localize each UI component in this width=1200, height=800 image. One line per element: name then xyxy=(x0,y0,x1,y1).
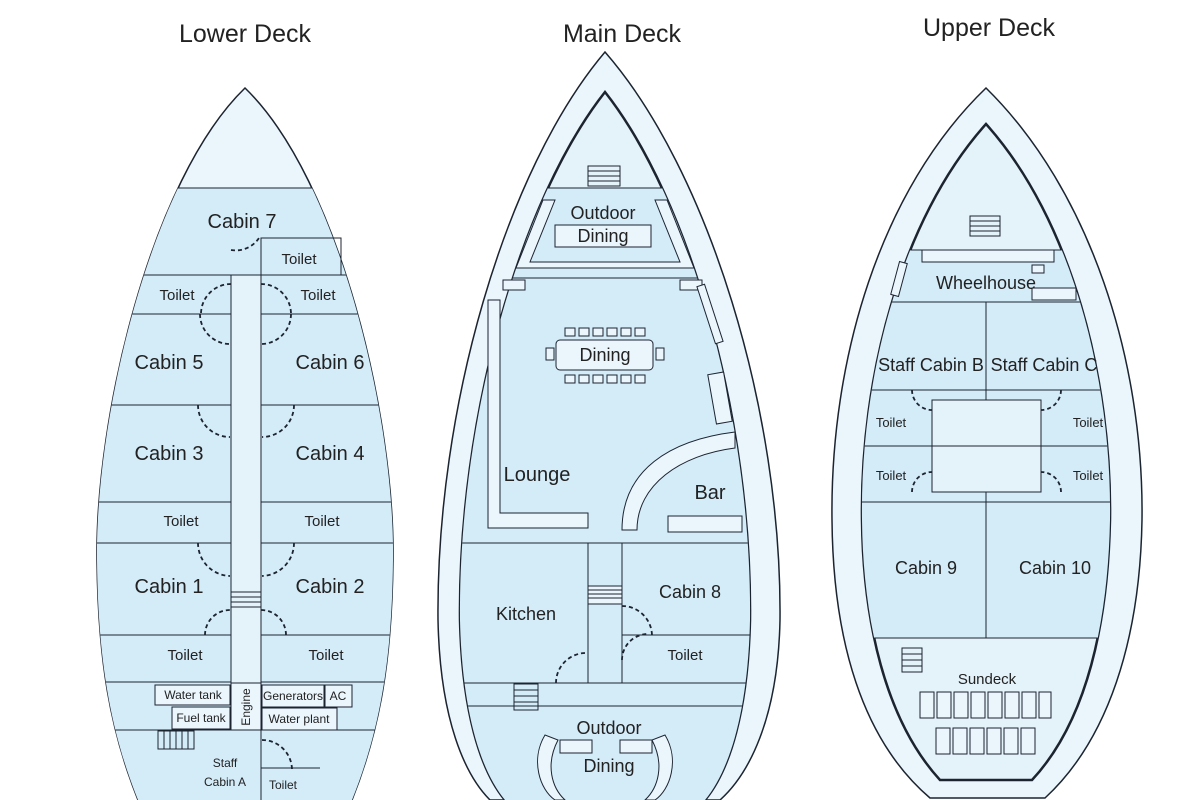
ac-label: AC xyxy=(330,689,347,703)
cabin9-label: Cabin 9 xyxy=(895,558,957,578)
lower-door-swings xyxy=(197,237,295,771)
lower-toilet-staff-label: Toilet xyxy=(269,778,298,792)
cabin3-label: Cabin 3 xyxy=(135,443,204,465)
outdoor-bottom-table-left xyxy=(559,739,593,754)
lounge-wall xyxy=(487,299,589,529)
dining-top-label: Dining xyxy=(577,226,628,246)
wheelhouse-desk xyxy=(1031,287,1077,301)
water-tank-box xyxy=(154,684,231,706)
generators-box xyxy=(261,684,325,708)
outdoor-bottom-rail-right xyxy=(644,734,673,800)
lower-corridor-stairs-icon xyxy=(231,591,261,608)
upper-toilet-r1-label: Toilet xyxy=(1073,415,1104,430)
wheelhouse-window xyxy=(890,260,908,298)
lounge-fixture-left xyxy=(502,279,526,291)
lower-toilet-l1-label: Toilet xyxy=(159,287,195,304)
main-door-swings xyxy=(555,605,653,684)
wheelhouse-label: Wheelhouse xyxy=(936,273,1036,293)
bar-counter xyxy=(621,431,736,531)
dining-chairs xyxy=(545,327,665,384)
dining-top-table xyxy=(554,224,652,248)
lower-toilet-c7-label: Toilet xyxy=(281,251,317,268)
staff-cabin-a-label-2: Cabin A xyxy=(204,775,246,789)
engine-box xyxy=(230,682,262,731)
engine-label: Engine xyxy=(239,688,253,726)
lower-toilet-l2-label: Toilet xyxy=(163,513,199,530)
cabin2-label: Cabin 2 xyxy=(296,576,365,598)
upper-bow-stairs-icon xyxy=(969,215,1001,237)
lower-deck-title: Lower Deck xyxy=(179,20,311,48)
bar-cabinet xyxy=(707,371,733,425)
fuel-tank-box xyxy=(171,706,231,730)
lower-toilet-r3-label: Toilet xyxy=(308,647,344,664)
staff-cabin-c-label: Staff Cabin C xyxy=(991,355,1098,375)
wheelhouse-fixture xyxy=(1031,264,1045,274)
lower-deck: Lower Deck xyxy=(96,20,394,800)
main-stairs-icon xyxy=(588,589,622,599)
cabin10-label: Cabin 10 xyxy=(1019,558,1091,578)
staff-cabin-a-label-1: Staff xyxy=(213,756,238,770)
sun-loungers xyxy=(919,691,1052,755)
bar-shelf xyxy=(667,515,743,533)
kitchen-label: Kitchen xyxy=(496,604,556,624)
dining-table xyxy=(555,339,654,371)
cabin8-label: Cabin 8 xyxy=(659,582,721,602)
wheelhouse-console xyxy=(921,249,1055,263)
main-window-fixture xyxy=(696,283,724,345)
main-deck-title: Main Deck xyxy=(563,20,682,48)
cabin4-label: Cabin 4 xyxy=(296,443,365,465)
main-toilet-label: Toilet xyxy=(667,647,703,664)
cabin1-label: Cabin 1 xyxy=(135,576,204,598)
main-deck: Main Deck xyxy=(437,20,781,800)
sundeck-label: Sundeck xyxy=(958,671,1017,688)
main-bow-stairs-icon xyxy=(587,165,621,187)
outdoor-bottom-table-right xyxy=(619,739,653,754)
upper-toilet-r2-label: Toilet xyxy=(1073,468,1104,483)
outdoor-bottom-label: Outdoor xyxy=(576,718,641,738)
upper-toilet-l2-label: Toilet xyxy=(876,468,907,483)
lower-toilet-r2-label: Toilet xyxy=(304,513,340,530)
bar-label: Bar xyxy=(694,482,725,504)
dining-label: Dining xyxy=(579,345,630,365)
outdoor-top-label: Outdoor xyxy=(570,203,635,223)
water-tank-label: Water tank xyxy=(164,688,223,702)
outdoor-top-railing xyxy=(515,199,695,269)
upper-deck: Upper Deck xyxy=(831,14,1143,799)
generators-label: Generators xyxy=(263,689,323,703)
sundeck-stairs-icon xyxy=(901,647,923,673)
cabin5-label: Cabin 5 xyxy=(135,352,204,374)
lounge-label: Lounge xyxy=(504,464,571,486)
dining-bottom-label: Dining xyxy=(583,756,634,776)
lower-toilet-l3-label: Toilet xyxy=(167,647,203,664)
upper-door-swings xyxy=(911,389,1062,493)
cabin6-label: Cabin 6 xyxy=(296,352,365,374)
main-stern-stairs-icon xyxy=(513,683,539,711)
main-stairs-box xyxy=(587,585,623,605)
upper-toilet-l1-label: Toilet xyxy=(876,415,907,430)
cabin7-label: Cabin 7 xyxy=(208,211,277,233)
ac-box xyxy=(324,684,353,708)
upper-deck-title: Upper Deck xyxy=(923,14,1055,42)
staff-cabin-b-label: Staff Cabin B xyxy=(878,355,984,375)
outdoor-bottom-rail-left xyxy=(537,734,566,800)
water-plant-box xyxy=(261,707,338,731)
lower-toilet-cabin7-box xyxy=(260,237,342,276)
lower-toilet-r1-label: Toilet xyxy=(300,287,336,304)
lower-corridor xyxy=(230,274,262,684)
water-plant-label: Water plant xyxy=(269,712,331,726)
lower-stern-stairs-icon xyxy=(157,730,195,750)
fuel-tank-label: Fuel tank xyxy=(176,711,226,725)
